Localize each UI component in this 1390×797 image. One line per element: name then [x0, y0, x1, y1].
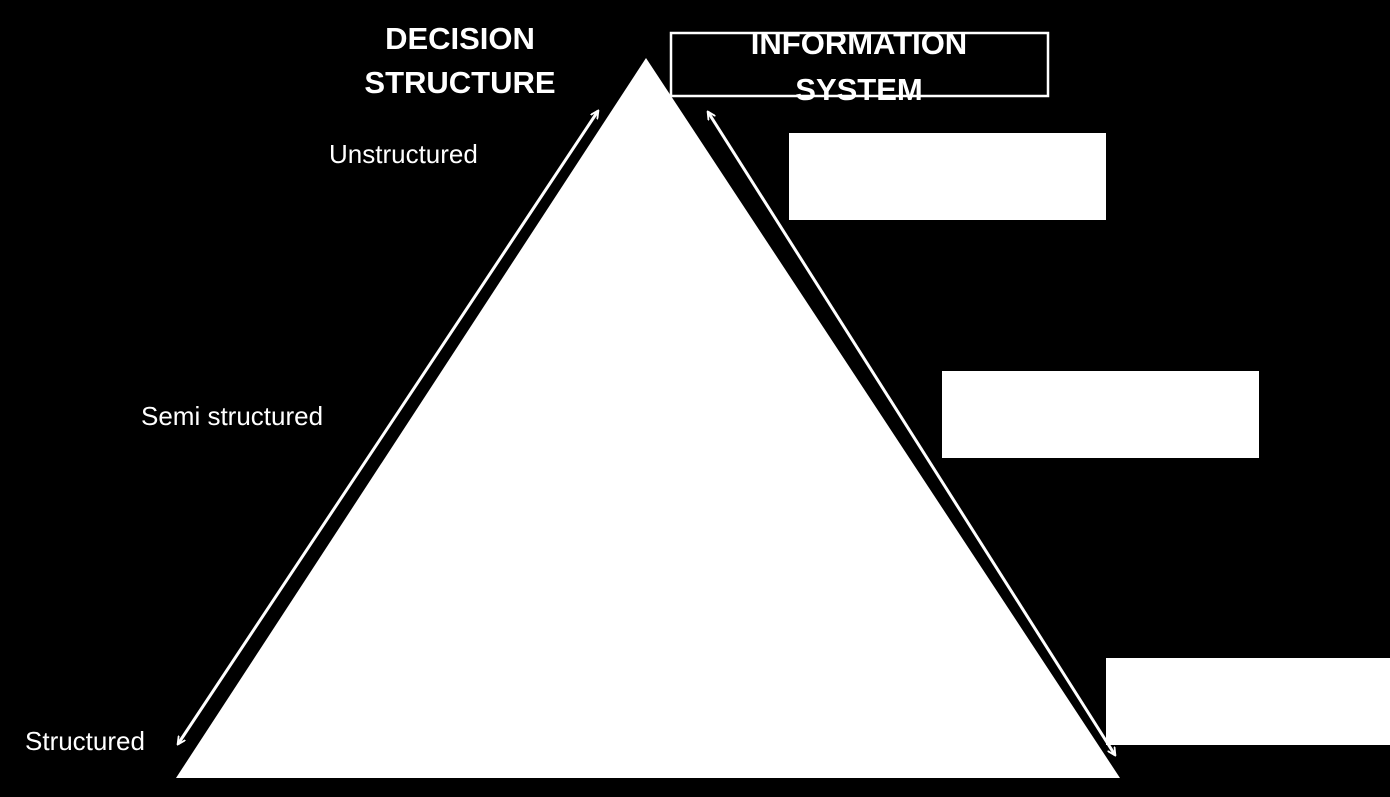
- info-box-bottom: [1106, 658, 1390, 745]
- decision-structure-title-line1: DECISION: [385, 21, 535, 56]
- decision-structure-title-line2: STRUCTURE: [364, 65, 555, 100]
- level-label-structured: Structured: [25, 726, 145, 756]
- information-system-title-line2: SYSTEM: [795, 72, 922, 107]
- information-system-title-box: [669, 31, 1050, 98]
- info-box-middle: [942, 371, 1259, 458]
- information-system-title-line1: INFORMATION: [751, 26, 967, 61]
- level-label-unstructured: Unstructured: [329, 139, 478, 169]
- info-box-top: [789, 133, 1106, 220]
- level-label-semi-structured: Semi structured: [141, 401, 323, 431]
- decision-structure-arrow: [178, 111, 598, 744]
- information-system-arrow: [708, 112, 1115, 755]
